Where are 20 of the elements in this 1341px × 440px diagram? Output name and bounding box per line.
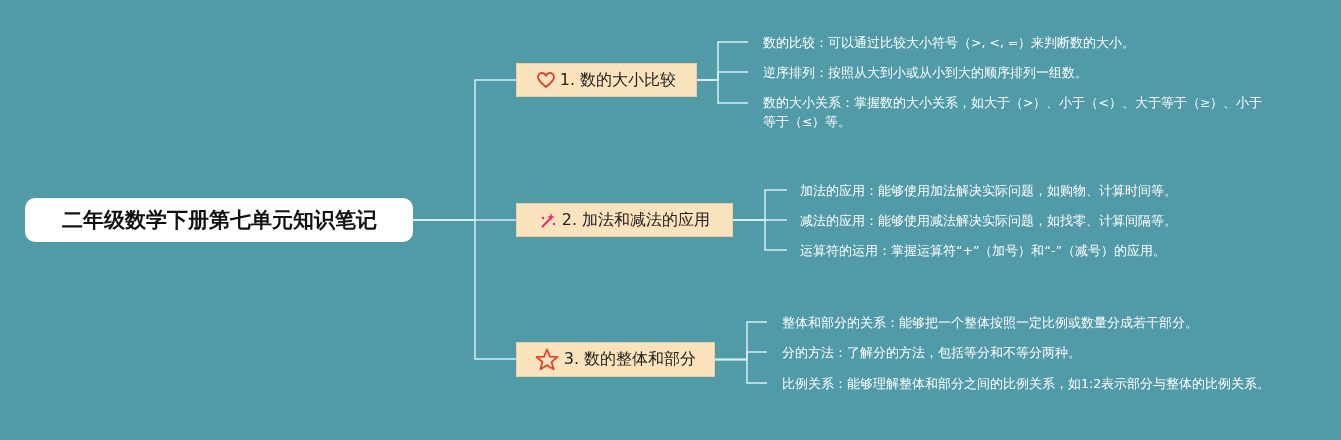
topic-label: 3. 数的整体和部分 xyxy=(563,349,697,370)
topic-label: 2. 加法和减法的应用 xyxy=(561,209,711,231)
connector-line xyxy=(412,219,517,360)
note-text: 运算符的运用：掌握运算符“+”（加号）和“-”（减号）的应用。 xyxy=(800,241,1280,260)
topic-box xyxy=(516,63,697,97)
note-text: 数的大小关系：掌握数的大小关系，如大于（>）、小于（<）、大于等于（≥）、小于等于（≤）等。 xyxy=(763,93,1263,131)
note-text: 逆序排列：按照从大到小或从小到大的顺序排列一组数。 xyxy=(763,63,1283,82)
note-text: 比例关系：能够理解整体和部分之间的比例关系，如1:2表示部分与整体的比例关系。 xyxy=(782,374,1280,393)
note-text: 数的比较：可以通过比较大小符号（>, <, =）来判断数的大小。 xyxy=(763,33,1283,52)
connector-line xyxy=(714,358,768,384)
connector-line xyxy=(696,79,749,104)
title-box: 二年级数学下册第七单元知识笔记 xyxy=(25,198,413,242)
connector-line xyxy=(732,219,788,251)
topic-box xyxy=(516,203,733,237)
note-text: 分的方法：了解分的方法，包括等分和不等分两种。 xyxy=(782,343,1302,362)
note-text: 减法的应用：能够使用减法解决实际问题，如找零、计算间隔等。 xyxy=(800,211,1280,230)
topic-label: 1. 数的大小比较 xyxy=(559,69,677,91)
topic-box xyxy=(516,342,715,377)
note-text: 整体和部分的关系：能够把一个整体按照一定比例或数量分成若干部分。 xyxy=(782,313,1302,332)
note-text: 加法的应用：能够使用加法解决实际问题，如购物、计算时间等。 xyxy=(800,181,1280,200)
